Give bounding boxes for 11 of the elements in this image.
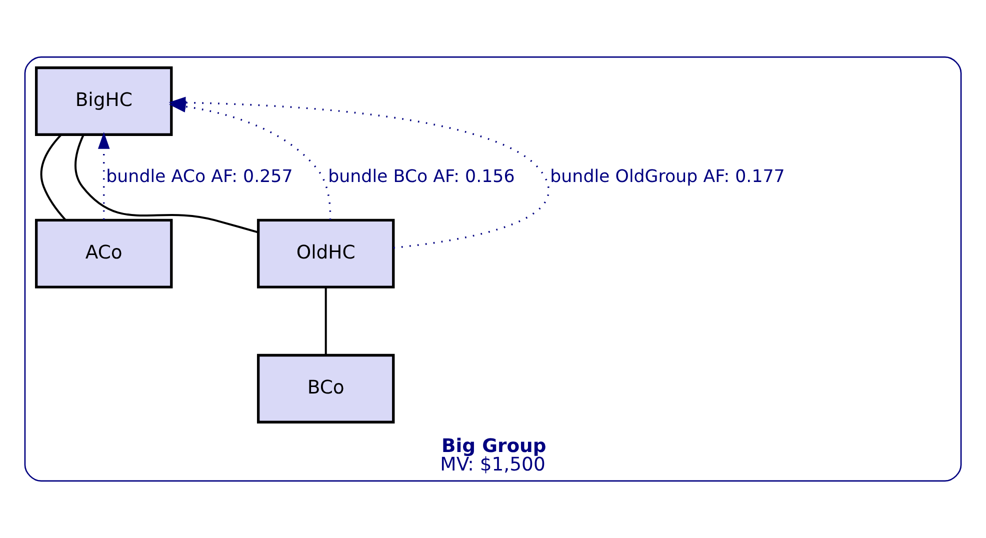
connector (74, 134, 258, 234)
node-box: BCo (256, 354, 395, 424)
edge-label: bundle ACo AF: 0.257 (106, 166, 293, 187)
edge-label: bundle OldGroup AF: 0.177 (550, 166, 785, 187)
arrow (98, 132, 110, 220)
connector (40, 134, 66, 221)
node-box: ACo (35, 218, 173, 288)
connector (324, 287, 327, 355)
node-box: BigHC (35, 66, 173, 136)
node-box: OldHC (256, 218, 395, 288)
edge-label: bundle BCo AF: 0.156 (328, 166, 515, 187)
